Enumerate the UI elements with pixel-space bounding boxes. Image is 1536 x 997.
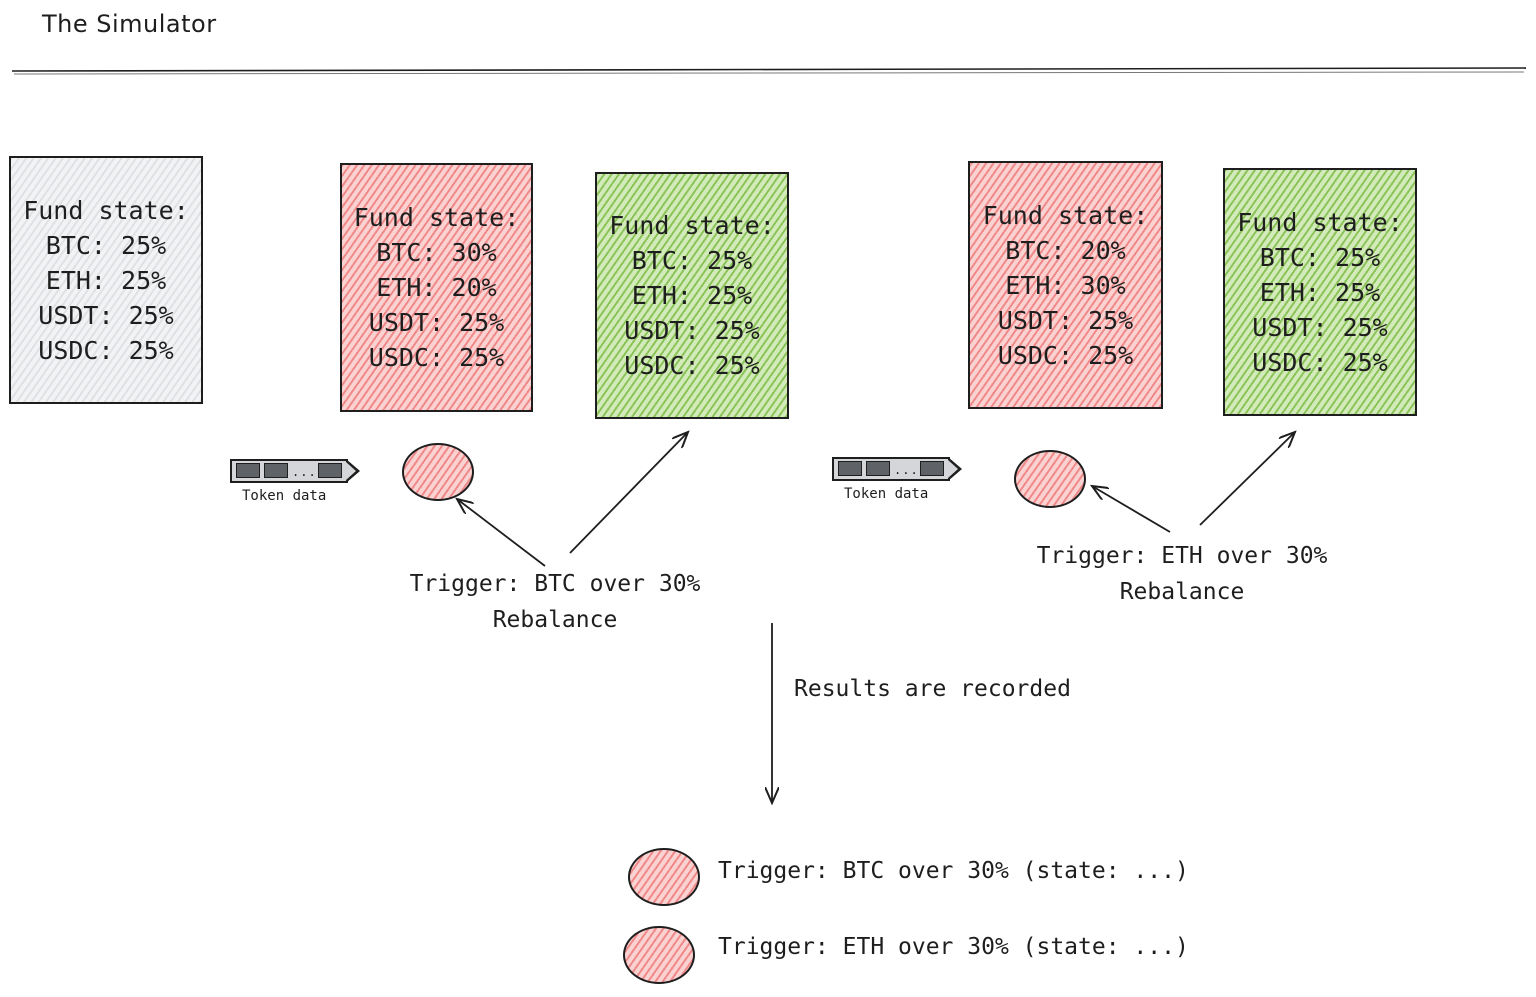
trigger-node [402, 443, 474, 501]
results-recorded-label: Results are recorded [794, 676, 1071, 702]
arrow-trigger1-to-breach [457, 499, 546, 567]
fund-state-line: ETH: 25% [1259, 277, 1381, 307]
trigger-action: Rebalance [1119, 579, 1245, 605]
fund-state-rebalanced-1: Fund state: BTC: 25% ETH: 25% USDT: 25% … [595, 172, 789, 419]
arrow-trigger1-to-rebalanced [569, 432, 688, 554]
fund-state-line: ETH: 20% [376, 273, 497, 302]
fund-state-line: ETH: 30% [1005, 270, 1126, 300]
fund-state-line: ETH: 25% [631, 281, 753, 310]
fund-state-line: BTC: 25% [1259, 242, 1381, 272]
token-data-stream: ... [832, 457, 962, 483]
fund-state-line: USDC: 25% [997, 340, 1134, 370]
token-stream-arrow-tip [346, 459, 360, 483]
fund-state-line: USDT: 25% [1252, 312, 1388, 342]
fund-state-initial: Fund state: BTC: 25% ETH: 25% USDT: 25% … [9, 156, 203, 404]
fund-state-line: USDC: 25% [38, 335, 174, 365]
fund-state-heading: Fund state: [982, 200, 1149, 230]
header-divider [11, 67, 1527, 72]
fund-state-line: USDT: 25% [624, 316, 760, 345]
trigger-node [1014, 450, 1086, 508]
fund-state-line: BTC: 30% [376, 238, 497, 267]
token-stream-separator: ... [292, 465, 317, 479]
envelope-icon [264, 463, 288, 478]
fund-state-heading: Fund state: [609, 211, 775, 240]
fund-state-line: BTC: 20% [1005, 235, 1126, 265]
fund-state-line: USDC: 25% [368, 343, 505, 372]
token-stream-arrow-tip [948, 457, 962, 481]
arrow-trigger2-to-rebalanced [1199, 432, 1295, 526]
fund-state-eth-breach: Fund state: BTC: 20% ETH: 30% USDT: 25% … [968, 161, 1163, 409]
envelope-icon [318, 463, 342, 478]
token-data-stream: ... [230, 459, 360, 485]
fund-state-heading: Fund state: [1237, 207, 1403, 237]
trigger-condition: Trigger: ETH over 30% [1036, 543, 1328, 569]
fund-state-heading: Fund state: [353, 203, 520, 232]
page-title: The Simulator [42, 10, 217, 38]
fund-state-line: USDT: 25% [38, 300, 174, 330]
fund-state-line: BTC: 25% [45, 230, 167, 260]
fund-state-line: ETH: 25% [45, 265, 167, 295]
fund-state-btc-breach: Fund state: BTC: 30% ETH: 20% USDT: 25% … [340, 163, 533, 412]
trigger-condition: Trigger: BTC over 30% [409, 571, 701, 597]
envelope-icon [920, 461, 944, 476]
result-node [623, 926, 695, 984]
result-node [628, 848, 700, 906]
token-stream-separator: ... [894, 463, 919, 477]
fund-state-line: BTC: 25% [631, 246, 753, 275]
fund-state-rebalanced-2: Fund state: BTC: 25% ETH: 25% USDT: 25% … [1223, 168, 1417, 416]
token-data-label: Token data [242, 488, 327, 504]
fund-state-heading: Fund state: [23, 195, 189, 225]
envelope-icon [838, 461, 862, 476]
fund-state-line: USDT: 25% [368, 308, 505, 337]
fund-state-line: USDC: 25% [624, 351, 760, 380]
result-entry: Trigger: ETH over 30% (state: ...) [718, 934, 1189, 960]
arrow-trigger2-to-breach [1092, 486, 1171, 533]
trigger-action: Rebalance [492, 607, 618, 633]
token-data-label: Token data [844, 486, 929, 502]
header-divider-shadow [13, 71, 1525, 75]
fund-state-line: USDT: 25% [997, 305, 1134, 335]
result-entry: Trigger: BTC over 30% (state: ...) [718, 858, 1189, 884]
envelope-icon [866, 461, 890, 476]
trigger-caption: Trigger: ETH over 30% Rebalance [1012, 538, 1352, 610]
envelope-icon [236, 463, 260, 478]
fund-state-line: USDC: 25% [1252, 347, 1388, 377]
trigger-caption: Trigger: BTC over 30% Rebalance [385, 566, 725, 638]
